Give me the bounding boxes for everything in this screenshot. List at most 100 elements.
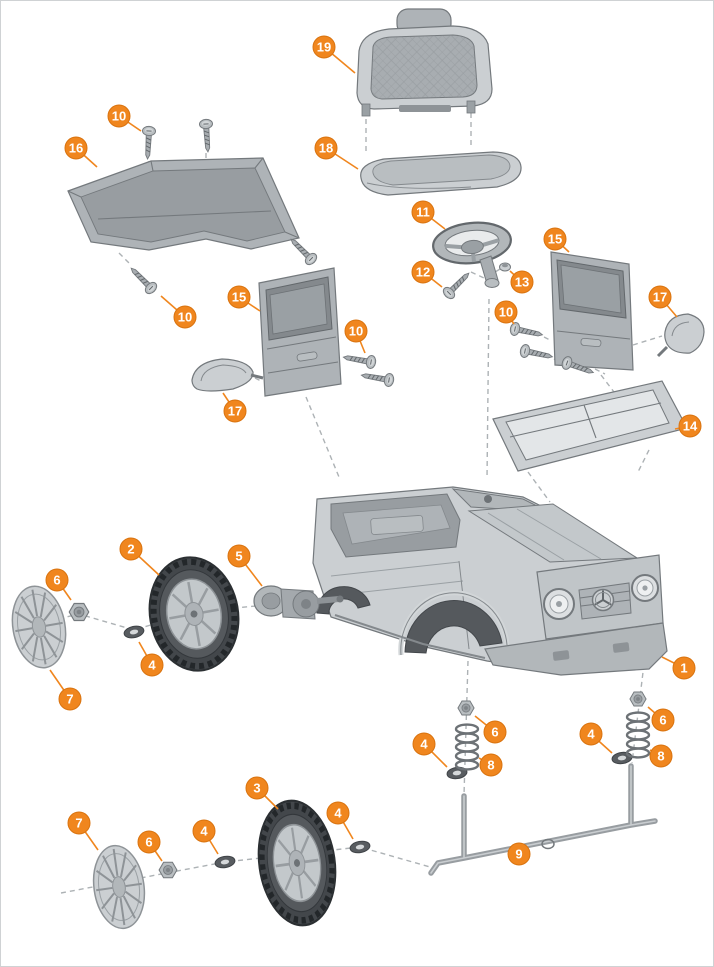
callout-badge <box>67 811 91 835</box>
callout-number: 7 <box>75 816 82 831</box>
part-washer <box>610 750 634 766</box>
callout-rear-washer-inner: 4 <box>192 819 219 855</box>
callout-number: 6 <box>491 725 498 740</box>
part-screw <box>440 268 474 302</box>
callout-number: 11 <box>416 205 430 220</box>
callout-badge <box>649 744 673 768</box>
part-screw <box>140 125 157 160</box>
callout-gearbox: 5 <box>227 544 263 587</box>
callout-number: 12 <box>416 265 430 280</box>
part-nut <box>68 602 90 622</box>
callout-badge <box>411 200 435 224</box>
callout-seat-cushion: 18 <box>314 136 359 170</box>
part-left-mirror <box>191 358 264 392</box>
callout-badge <box>245 776 269 800</box>
callout-badge <box>192 819 216 843</box>
callout-steering-wheel: 11 <box>411 200 446 230</box>
part-rear-hubcap <box>86 840 152 934</box>
part-washer <box>348 839 372 855</box>
callout-number: 4 <box>334 806 342 821</box>
callout-number: 15 <box>232 290 246 305</box>
part-steering-bushing <box>499 262 511 272</box>
callout-rear-body-panel: 16 <box>64 136 98 168</box>
callout-number: 19 <box>317 40 331 55</box>
callout-badge <box>494 300 518 324</box>
callout-badge <box>173 305 197 329</box>
callout-number: 8 <box>657 749 664 764</box>
callout-left-spring: 8 <box>478 753 503 777</box>
callout-badge <box>326 801 350 825</box>
callout-number: 17 <box>653 290 667 305</box>
callout-badge <box>107 104 131 128</box>
callout-left-axle-nut: 6 <box>474 715 507 744</box>
callout-number: 4 <box>200 824 208 839</box>
callout-rear-axle: 9 <box>507 842 531 866</box>
part-washer <box>122 623 146 641</box>
part-gearbox <box>253 585 344 620</box>
callout-number: 4 <box>587 727 595 742</box>
callout-rear-wheel-nut: 6 <box>137 830 163 862</box>
callout-windshield: 14 <box>674 414 702 438</box>
part-windshield <box>492 380 688 472</box>
callout-car-body: 1 <box>661 656 696 680</box>
callout-badge <box>651 708 675 732</box>
callout-number: 17 <box>228 404 242 419</box>
part-front-hubcap <box>4 580 74 674</box>
callout-number: 6 <box>145 835 152 850</box>
callout-right-axle-washer: 4 <box>579 722 613 754</box>
callout-number: 6 <box>659 713 666 728</box>
callout-front-hubcap: 7 <box>49 669 82 711</box>
callout-steering-screw: 12 <box>411 260 443 288</box>
callout-number: 10 <box>499 305 513 320</box>
callout-left-panel-screws: 10 <box>344 319 368 354</box>
callout-badge <box>510 270 534 294</box>
part-car-body <box>312 486 668 676</box>
callout-left-mirror: 17 <box>222 392 247 423</box>
callout-right-door-panel: 15 <box>543 227 570 253</box>
callout-right-spring: 8 <box>649 744 673 768</box>
part-seat-cushion <box>360 151 522 196</box>
callout-number: 16 <box>69 141 83 156</box>
part-nut <box>629 691 647 707</box>
callout-number: 15 <box>548 232 562 247</box>
part-seat-backrest <box>356 8 493 117</box>
callout-number: 8 <box>487 758 494 773</box>
callout-right-panel-screws: 10 <box>494 300 518 325</box>
callout-right-mirror: 17 <box>648 285 678 318</box>
callout-badge <box>119 537 143 561</box>
callout-number: 6 <box>53 573 60 588</box>
part-screw <box>518 343 555 364</box>
callout-rear-panel-screw-bottom: 10 <box>160 295 197 329</box>
part-nut <box>158 861 178 879</box>
callout-badge <box>137 830 161 854</box>
callout-badge <box>678 414 702 438</box>
callout-number: 10 <box>349 324 363 339</box>
part-right-door-panel <box>550 251 634 371</box>
callout-number: 9 <box>515 847 522 862</box>
callout-badge <box>314 136 338 160</box>
part-steering-wheel <box>432 221 512 288</box>
callout-left-axle-washer: 4 <box>412 732 448 768</box>
callout-badge <box>312 35 336 59</box>
callout-rear-washer-outer: 4 <box>326 801 354 840</box>
callout-number: 18 <box>319 141 333 156</box>
callout-badge <box>140 653 164 677</box>
callout-badge <box>507 842 531 866</box>
callout-number: 7 <box>66 692 73 707</box>
part-screw <box>286 234 320 268</box>
callout-badge <box>543 227 567 251</box>
part-spring <box>625 711 651 759</box>
callout-seat-backrest: 19 <box>312 35 356 74</box>
callout-badge <box>58 687 82 711</box>
part-left-door-panel <box>258 267 342 397</box>
callout-number: 4 <box>148 658 156 673</box>
callout-badge <box>227 285 251 309</box>
callout-badge <box>411 260 435 284</box>
callout-steering-bushing: 13 <box>509 270 534 294</box>
callout-number: 5 <box>235 549 242 564</box>
part-spring <box>454 723 480 771</box>
callout-rear-hubcap: 7 <box>67 811 99 851</box>
callout-rear-wheel: 3 <box>245 776 279 810</box>
